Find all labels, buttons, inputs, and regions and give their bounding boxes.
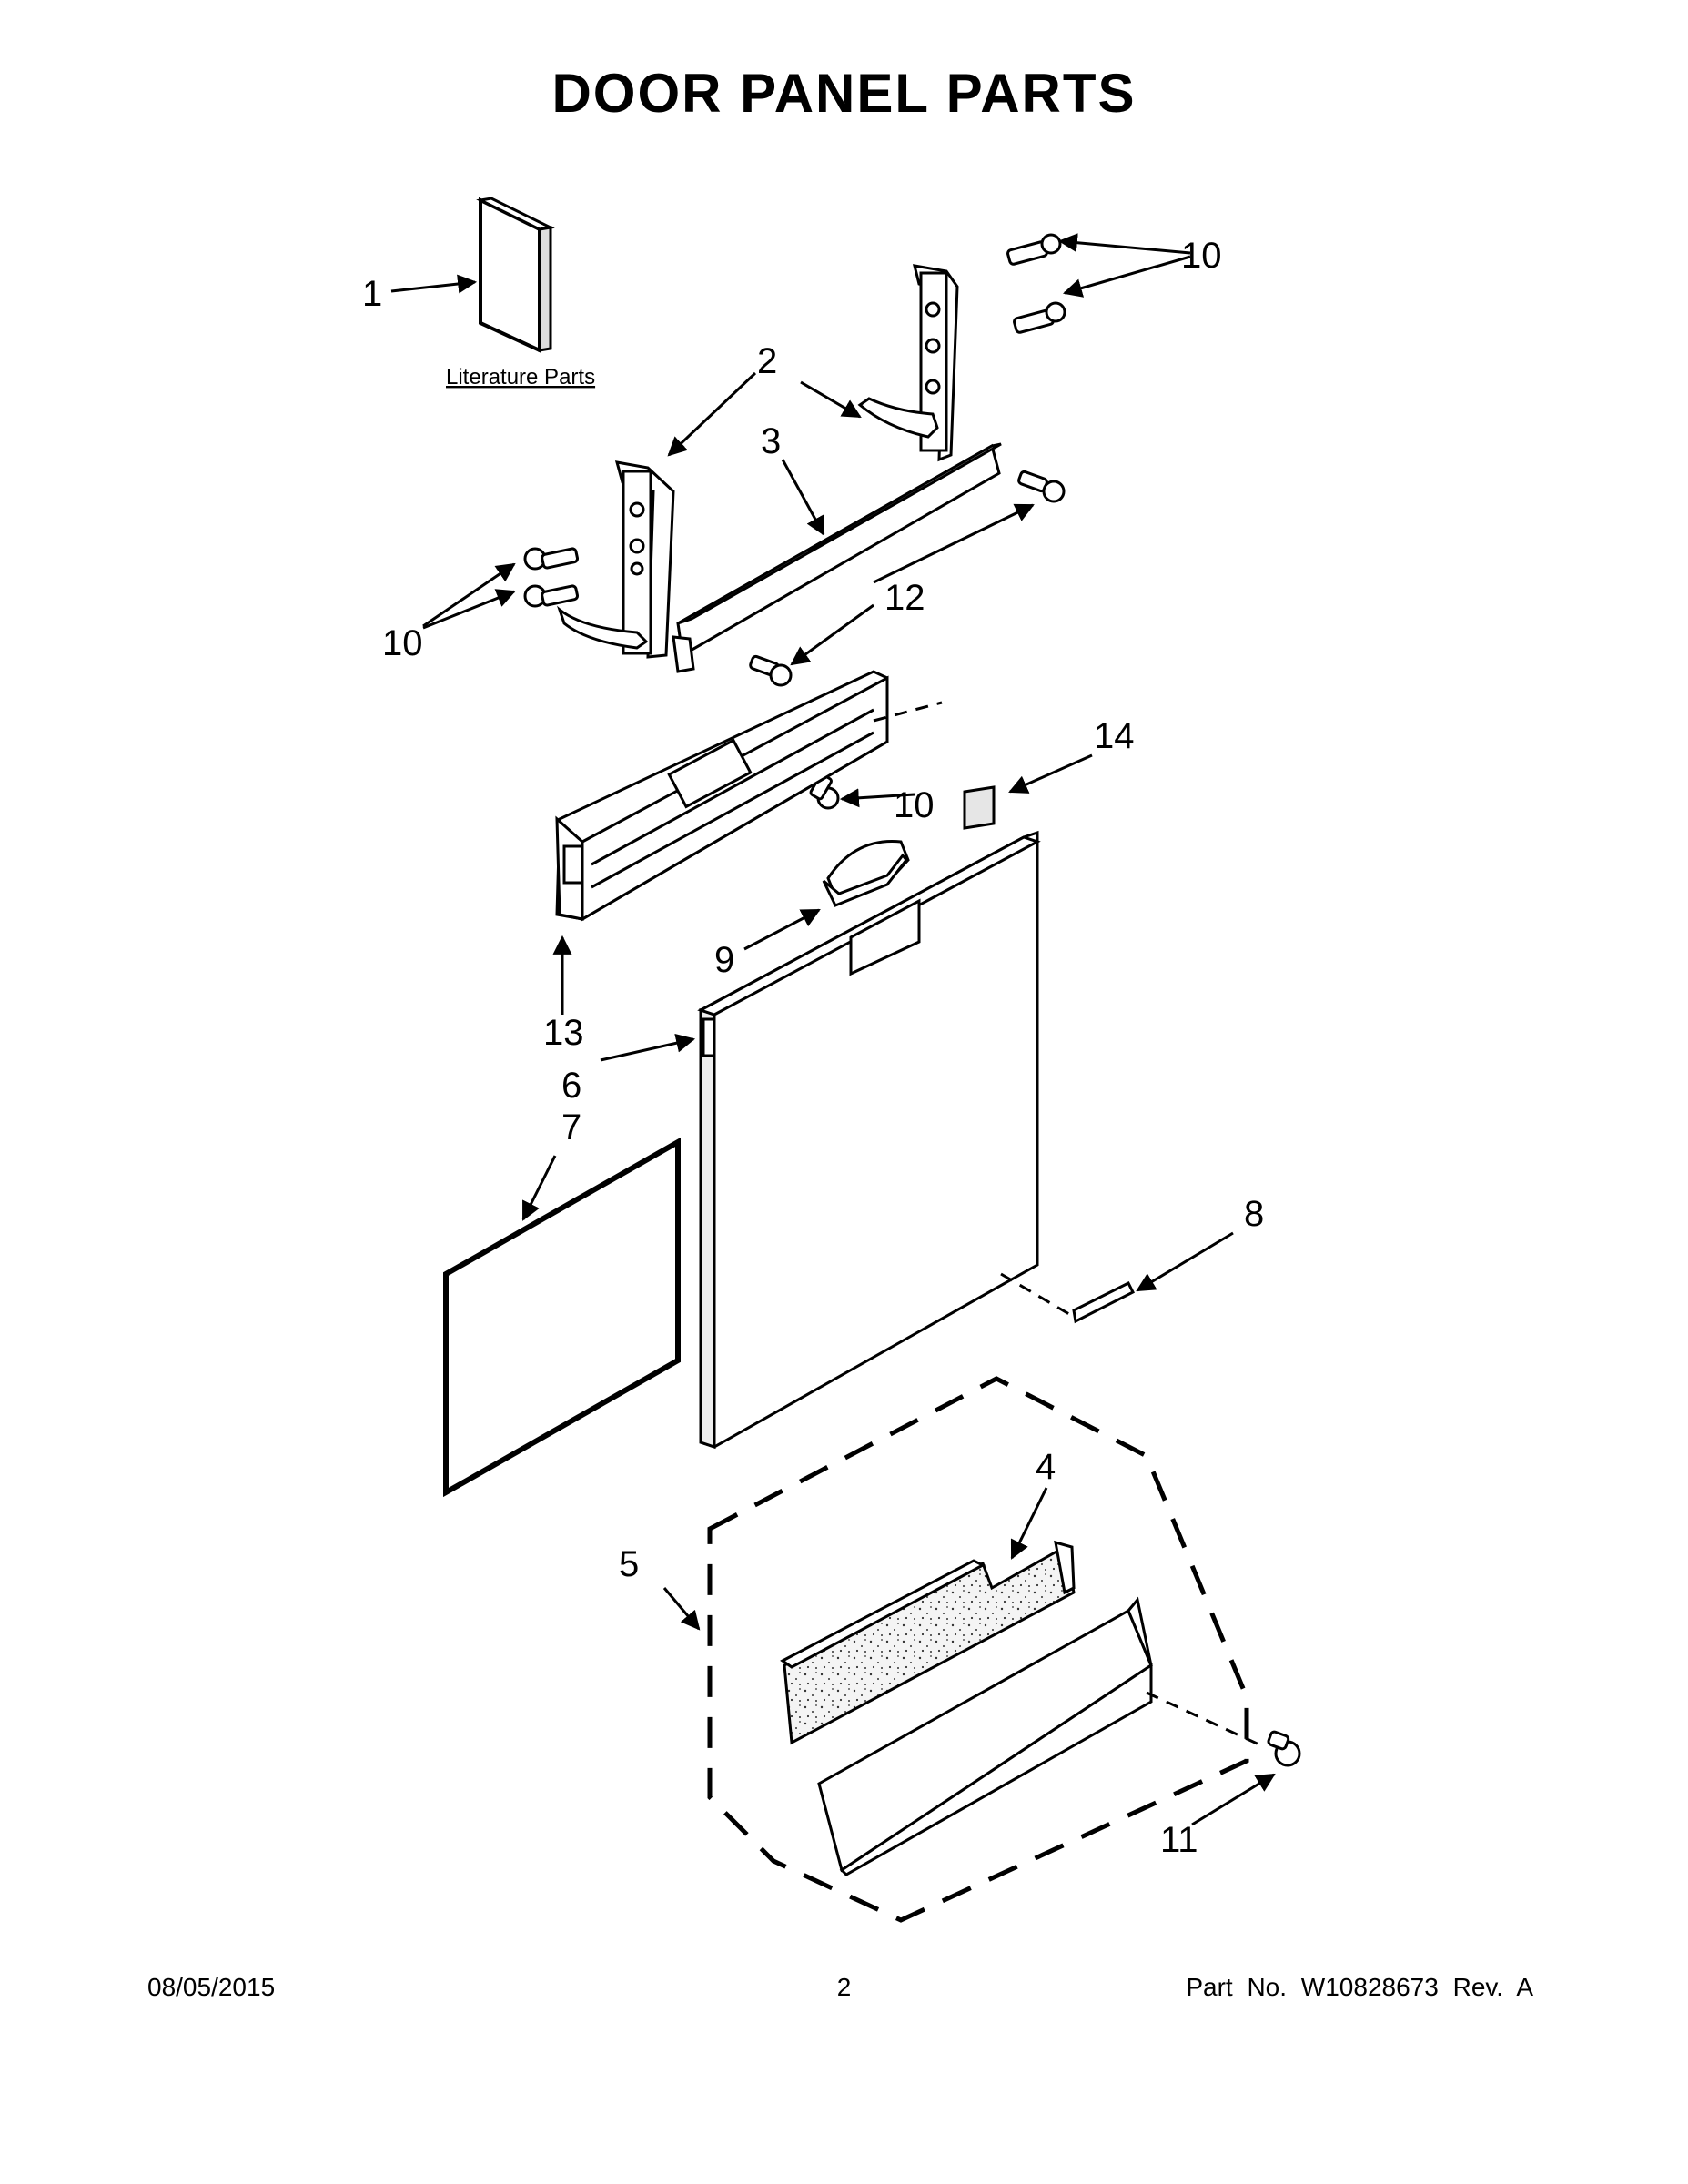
part-2-hinge-bracket-right [857, 264, 959, 462]
part-2-hinge-bracket-left [556, 460, 675, 659]
callout-1: 1 [362, 274, 382, 314]
callout-5: 5 [619, 1544, 639, 1584]
page-title: DOOR PANEL PARTS [551, 63, 1137, 124]
part-kick-plate [817, 1596, 1266, 1876]
callout-11: 11 [1160, 1820, 1198, 1860]
screw-10-top-a [1006, 233, 1062, 266]
callout-6: 6 [561, 1066, 581, 1106]
callout-2: 2 [757, 341, 777, 381]
literature-parts-label: Literature Parts [446, 365, 595, 389]
callout-10-top: 10 [1181, 236, 1222, 276]
part-13-console [555, 670, 943, 922]
callout-13: 13 [543, 1013, 584, 1053]
part-9-handle [822, 840, 910, 907]
callout-7: 7 [561, 1107, 581, 1148]
screw-12-bottom [749, 654, 793, 687]
leader-arrows [390, 233, 1276, 1826]
screw-11 [1267, 1730, 1301, 1767]
part-7-gasket [443, 1137, 681, 1498]
part-3-bar [672, 442, 1002, 673]
part-14-pad [963, 785, 996, 830]
part-8-badge [1072, 1280, 1136, 1324]
callout-14: 14 [1094, 716, 1135, 756]
part-1-literature [476, 197, 555, 354]
callout-12: 12 [884, 578, 925, 618]
footer-date: 08/05/2015 [147, 1973, 276, 2001]
callout-10-middle: 10 [894, 785, 935, 825]
screw-10-top-b [1013, 301, 1066, 334]
part-4-insulation [780, 1540, 1076, 1745]
part-6-door-panel [697, 830, 1079, 1450]
callout-10-left: 10 [382, 623, 423, 663]
screw-10-left-a [523, 547, 580, 571]
callout-8: 8 [1244, 1194, 1264, 1234]
footer-part-number: Part No. W10828673 Rev. A [1186, 1973, 1533, 2001]
footer-page-number: 2 [836, 1973, 852, 2001]
part-5-kit-outline [707, 1376, 1249, 1923]
screw-12-right [1017, 470, 1066, 503]
callout-9: 9 [714, 940, 734, 980]
callout-4: 4 [1036, 1447, 1056, 1487]
callout-3: 3 [761, 421, 781, 461]
screw-10-left-b [523, 584, 580, 608]
